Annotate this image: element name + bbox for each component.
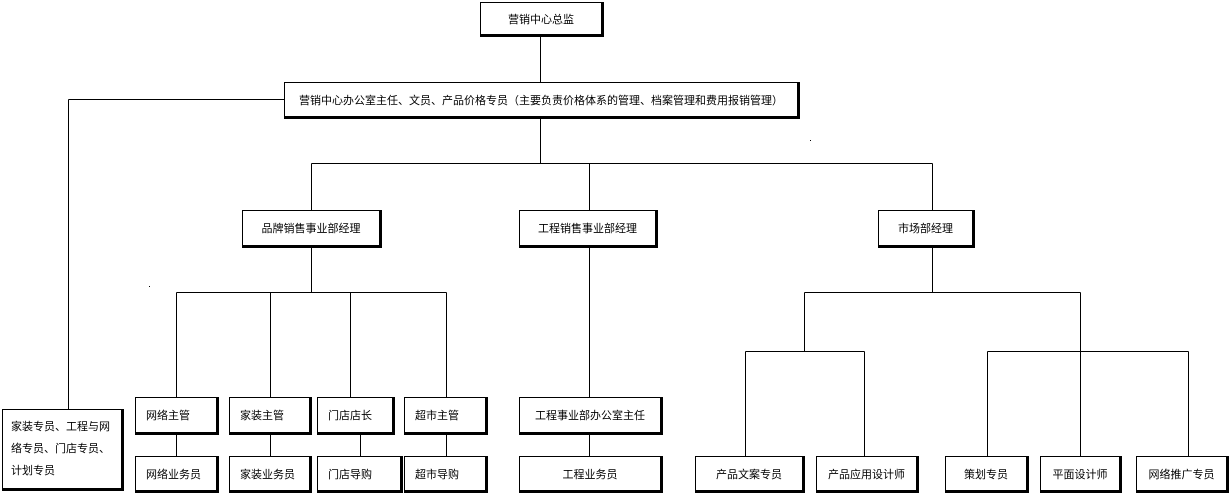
node-copy-specialist: 产品文案专员 <box>695 456 805 493</box>
node-network-staff: 网络业务员 <box>135 456 219 493</box>
node-director: 营销中心总监 <box>480 2 604 37</box>
node-office: 营销中心办公室主任、文员、产品价格专员（主要负责价格体系的管理、档案管理和费用报… <box>284 82 800 119</box>
node-design-application: 产品应用设计师 <box>816 456 919 493</box>
stray-dot <box>149 286 150 287</box>
node-supermarket-guide: 超市导购 <box>404 456 488 493</box>
node-side-staff: 家装专员、工程与网络专员、门店专员、计划专员 <box>2 409 124 491</box>
node-graphic-designer: 平面设计师 <box>1040 456 1122 493</box>
node-brand-manager: 品牌销售事业部经理 <box>242 210 382 248</box>
stray-dot <box>810 140 811 141</box>
node-project-staff: 工程业务员 <box>519 456 663 493</box>
node-network-supervisor: 网络主管 <box>135 397 219 435</box>
node-home-staff: 家装业务员 <box>229 456 312 493</box>
node-home-supervisor: 家装主管 <box>229 397 312 435</box>
node-store-guide: 门店导购 <box>317 456 403 493</box>
node-project-manager: 工程销售事业部经理 <box>519 210 658 248</box>
node-market-manager: 市场部经理 <box>878 210 975 248</box>
node-network-promotion: 网络推广专员 <box>1136 456 1229 493</box>
node-planning-specialist: 策划专员 <box>945 456 1029 493</box>
node-store-manager: 门店店长 <box>317 397 395 435</box>
node-project-office: 工程事业部办公室主任 <box>519 397 663 435</box>
node-supermarket-supervisor: 超市主管 <box>404 397 488 435</box>
